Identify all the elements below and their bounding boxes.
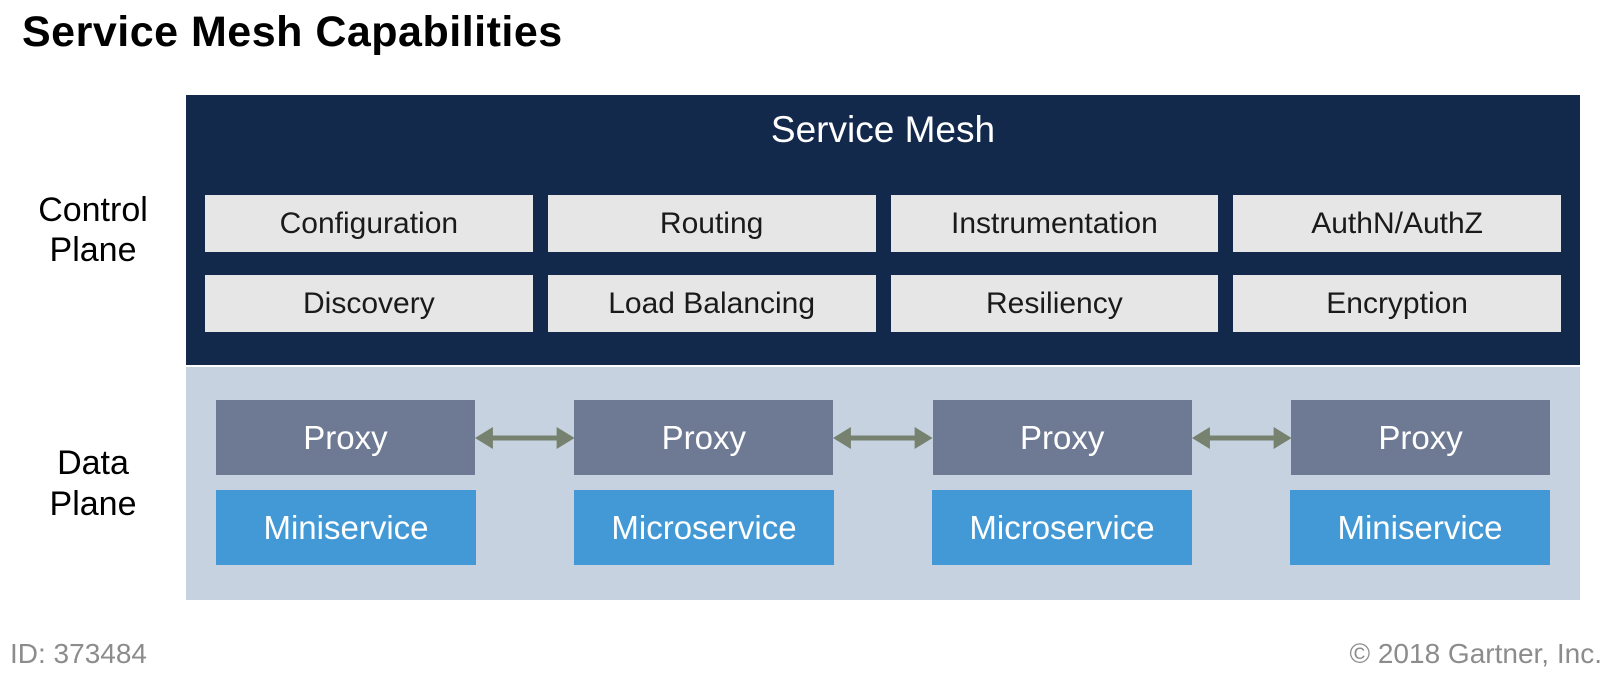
capability-box-encryption: Encryption xyxy=(1233,275,1561,332)
bidirectional-arrow-icon xyxy=(1191,424,1292,452)
page-title: Service Mesh Capabilities xyxy=(22,8,563,56)
service-row: Miniservice Microservice Microservice Mi… xyxy=(216,490,1550,565)
service-box-miniservice: Miniservice xyxy=(216,490,476,565)
proxy-box: Proxy xyxy=(1291,400,1550,475)
service-mesh-box: Service Mesh Configuration Routing Instr… xyxy=(186,95,1580,365)
service-box-microservice: Microservice xyxy=(574,490,834,565)
proxy-box: Proxy xyxy=(932,400,1192,475)
proxy-row: Proxy Proxy Proxy xyxy=(216,400,1550,475)
capability-box-configuration: Configuration xyxy=(205,195,533,252)
copyright-notice: © 2018 Gartner, Inc. xyxy=(1349,638,1602,669)
bidirectional-arrow-icon xyxy=(474,424,575,452)
capability-box-resiliency: Resiliency xyxy=(890,275,1219,332)
bidirectional-arrow-icon xyxy=(833,424,933,452)
service-box-miniservice: Miniservice xyxy=(1290,490,1550,565)
capability-box-load-balancing: Load Balancing xyxy=(547,275,876,332)
data-plane-box: Proxy Proxy Proxy xyxy=(186,367,1580,600)
capability-box-authn-authz: AuthN/AuthZ xyxy=(1233,195,1561,252)
control-plane-label-text: Control Plane xyxy=(38,190,148,269)
proxy-box: Proxy xyxy=(216,400,475,475)
control-plane-label: Control Plane xyxy=(0,95,186,365)
data-plane-label-text: Data Plane xyxy=(49,444,137,523)
capabilities-grid: Configuration Routing Instrumentation Au… xyxy=(205,195,1561,332)
data-plane-label: Data Plane xyxy=(0,367,186,600)
service-box-microservice: Microservice xyxy=(932,490,1192,565)
capability-box-discovery: Discovery xyxy=(205,275,533,332)
document-id: ID: 373484 xyxy=(10,638,147,669)
capability-box-instrumentation: Instrumentation xyxy=(890,195,1219,252)
proxy-box: Proxy xyxy=(574,400,834,475)
capability-box-routing: Routing xyxy=(547,195,876,252)
service-mesh-header: Service Mesh xyxy=(770,109,996,150)
